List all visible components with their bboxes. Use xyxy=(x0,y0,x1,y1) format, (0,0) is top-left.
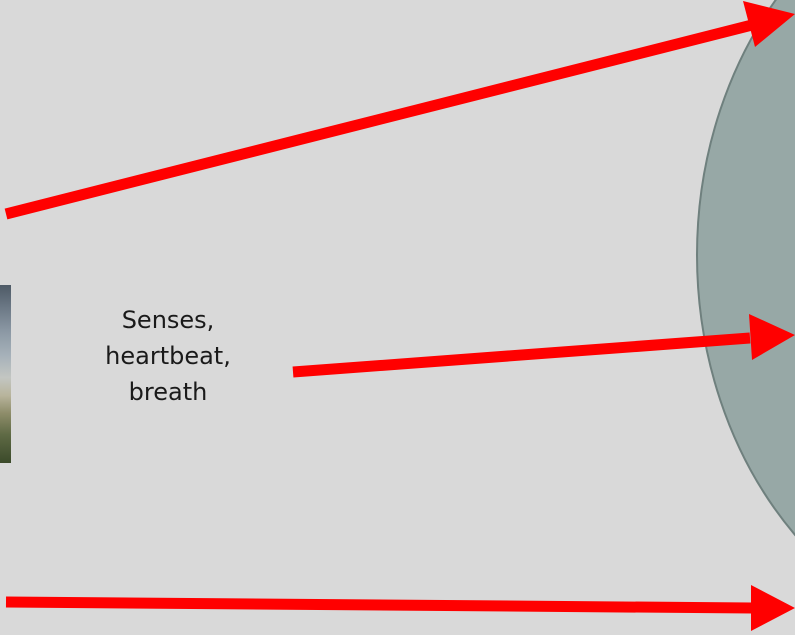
arrow-middle-shaft xyxy=(293,338,750,372)
label-line-1: Senses, xyxy=(18,302,318,338)
arrow-bottom-shaft xyxy=(6,602,752,608)
label-line-3: breath xyxy=(18,374,318,410)
senses-label: Senses, heartbeat, breath xyxy=(18,302,318,410)
arrow-bottom xyxy=(6,585,795,631)
arrow-top xyxy=(6,1,795,214)
landscape-photo-edge xyxy=(0,285,11,463)
arrow-top-shaft xyxy=(6,25,752,214)
label-line-2: heartbeat, xyxy=(18,338,318,374)
target-ellipse xyxy=(697,0,795,635)
arrow-bottom-head xyxy=(751,585,795,631)
